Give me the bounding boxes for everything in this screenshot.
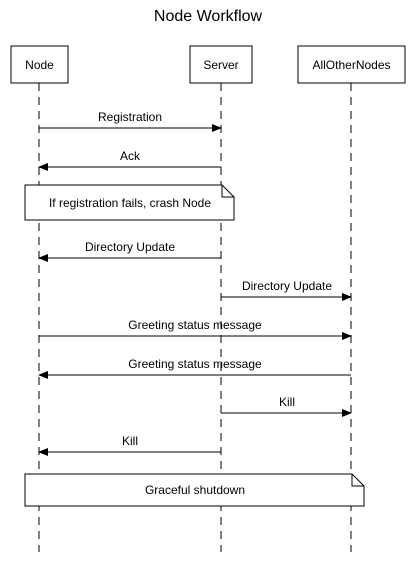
message-greeting-out: Greeting status message: [39, 318, 352, 340]
participant-node: Node: [10, 45, 69, 84]
note-registration-fails: If registration fails, crash Node: [24, 184, 235, 221]
message-kill-allothers: Kill: [221, 395, 352, 417]
participant-node-label: Node: [25, 58, 54, 72]
message-label: Kill: [279, 395, 295, 409]
message-kill-node: Kill: [38, 434, 221, 456]
participant-allothernodes: AllOtherNodes: [297, 45, 406, 84]
message-directory-update-node: Directory Update: [38, 240, 221, 262]
note-graceful-shutdown: Graceful shutdown: [24, 473, 365, 507]
note-label: Graceful shutdown: [145, 483, 245, 497]
message-greeting-in: Greeting status message: [38, 357, 351, 379]
message-label: Registration: [98, 110, 162, 124]
note-label: If registration fails, crash Node: [49, 196, 211, 210]
participant-allothernodes-label: AllOtherNodes: [312, 58, 390, 72]
message-label: Greeting status message: [128, 357, 262, 371]
message-label: Kill: [122, 434, 138, 448]
message-label: Directory Update: [85, 240, 175, 254]
participant-server: Server: [189, 45, 253, 84]
diagram-title: Node Workflow: [153, 8, 263, 25]
message-registration: Registration: [39, 110, 222, 132]
message-label: Greeting status message: [128, 318, 262, 332]
participant-server-label: Server: [203, 58, 238, 72]
message-label: Directory Update: [242, 279, 332, 293]
message-ack: Ack: [38, 149, 221, 171]
message-label: Ack: [120, 149, 141, 163]
message-directory-update-allothers: Directory Update: [221, 279, 352, 301]
